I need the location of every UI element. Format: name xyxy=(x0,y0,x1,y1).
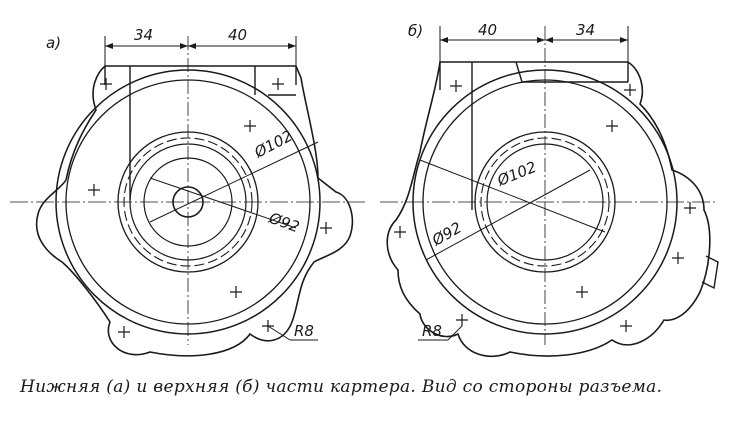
view-b-dim-right: 34 xyxy=(576,21,595,39)
view-b-label: б) xyxy=(408,22,423,40)
view-b-dim-left: 40 xyxy=(478,21,497,39)
view-a-dim-left: 34 xyxy=(134,26,153,44)
view-a-radius: R8 xyxy=(294,322,314,340)
view-b-dia-large: Ø102 xyxy=(494,158,539,190)
view-a-dia-small: Ø92 xyxy=(266,209,302,237)
view-a-dia-large: Ø102 xyxy=(251,127,296,162)
view-a: а) 34 40 Ø102 Ø92 xyxy=(10,26,365,357)
view-b-dia-small: Ø92 xyxy=(428,218,465,250)
figure-caption: Нижняя (а) и верхняя (б) части картера. … xyxy=(20,377,663,397)
view-a-label: а) xyxy=(46,34,61,52)
view-b-radius: R8 xyxy=(422,322,442,340)
view-a-dim-right: 40 xyxy=(228,26,247,44)
view-b: б) 40 34 Ø102 Ø92 xyxy=(380,21,719,358)
technical-drawing: а) 34 40 Ø102 Ø92 xyxy=(10,21,719,358)
